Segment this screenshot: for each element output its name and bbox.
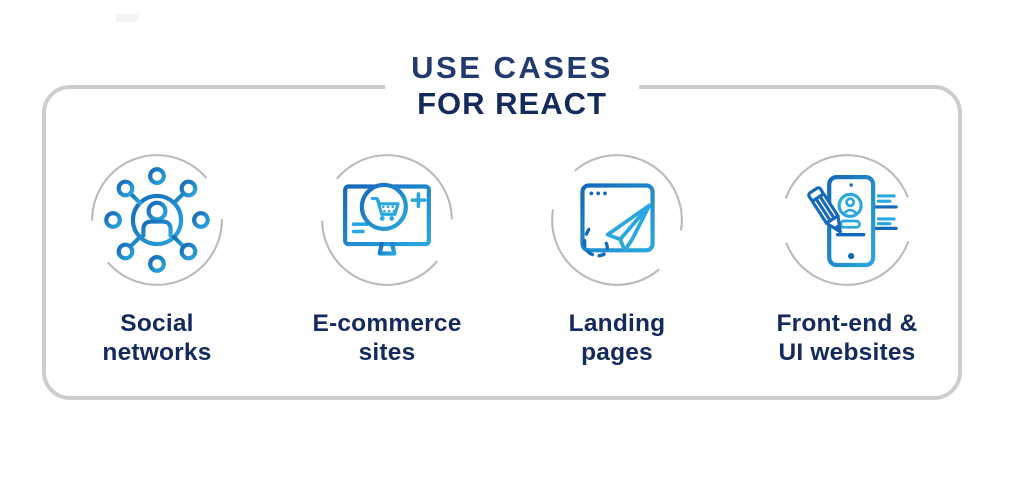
item-landing-pages: Landing pages — [502, 152, 732, 367]
item-social-networks: Social networks — [42, 152, 272, 367]
social-networks-icon — [91, 154, 223, 286]
pencil-glyph — [807, 186, 842, 234]
decorative-arc-circle — [321, 154, 453, 286]
item-label-line-1: Social — [120, 310, 194, 337]
ecommerce-sites-icon-wrap — [319, 152, 455, 288]
faint-watermark — [116, 14, 138, 22]
item-label-line-2: networks — [102, 338, 212, 366]
ecommerce-sites-icon — [321, 154, 453, 286]
social-networks-icon-wrap — [89, 152, 225, 288]
decorative-arc-circle — [91, 154, 223, 286]
item-frontend-ui-websites: Front-end & UI websites — [732, 152, 962, 367]
item-label-line-1: E-commerce — [312, 310, 462, 337]
page-title: USE CASES FOR REACT — [385, 50, 639, 122]
title-line-2: FOR REACT — [417, 85, 607, 121]
item-ecommerce-sites: E-commerce sites — [272, 152, 502, 367]
decorative-arc-circle — [551, 154, 683, 286]
item-label-line-2: pages — [581, 338, 653, 366]
landing-pages-icon-wrap — [549, 152, 685, 288]
decorative-arc-circle — [781, 154, 913, 286]
title-line-1: USE CASES — [411, 50, 613, 85]
item-label: E-commerce sites — [312, 310, 461, 367]
frontend-ui-icon — [781, 154, 913, 286]
item-label-line-2: sites — [358, 338, 416, 366]
item-label: Social networks — [102, 310, 211, 367]
item-label-line-1: Landing — [568, 310, 666, 337]
landing-pages-icon — [551, 154, 683, 286]
item-label: Front-end & UI websites — [776, 310, 917, 367]
item-label: Landing pages — [569, 310, 666, 367]
item-label-line-1: Front-end & — [776, 310, 918, 337]
frontend-ui-icon-wrap — [779, 152, 915, 288]
use-case-items: Social networks — [42, 152, 962, 367]
item-label-line-2: UI websites — [778, 338, 916, 366]
